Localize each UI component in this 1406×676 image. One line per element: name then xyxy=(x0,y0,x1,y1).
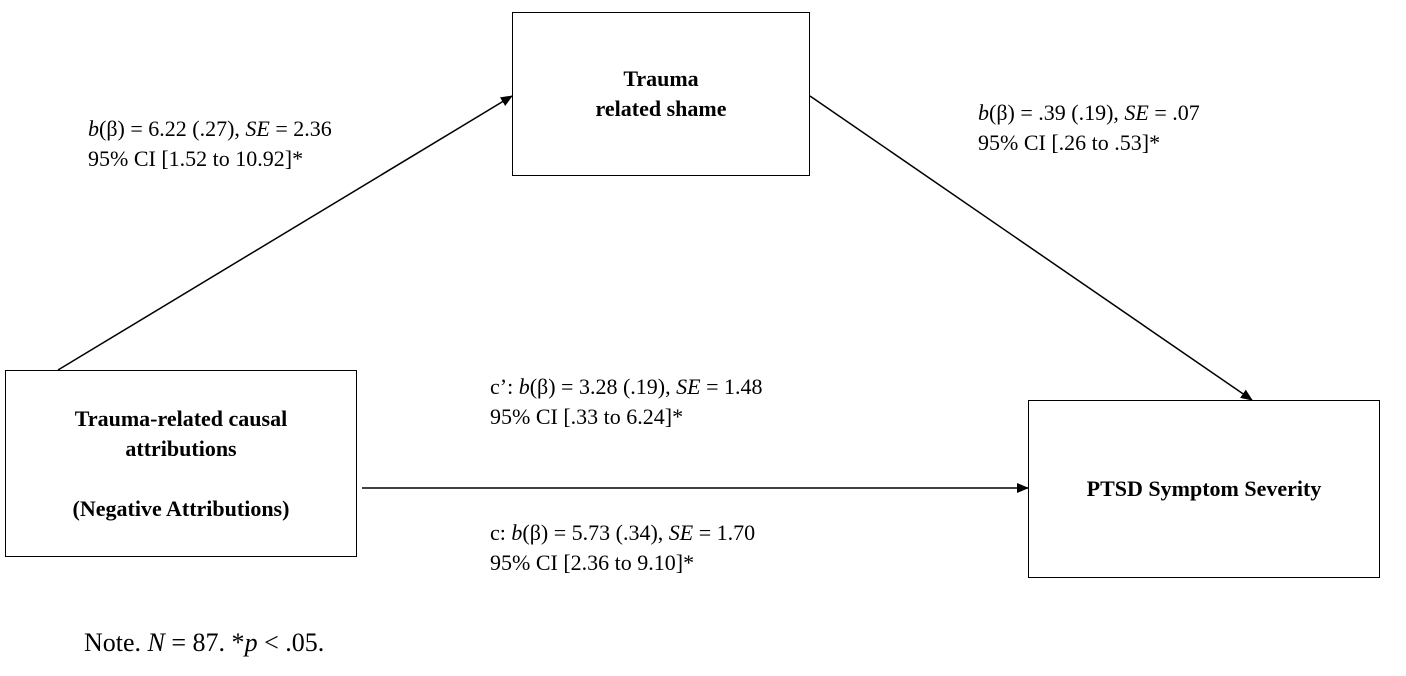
path-a-b-symbol: b xyxy=(88,116,99,141)
path-a-stat: (β) = 6.22 (.27), xyxy=(99,116,246,141)
path-c-prime-stat-line: c’: b(β) = 3.28 (.19), SE = 1.48 xyxy=(490,372,762,402)
outcome-label: PTSD Symptom Severity xyxy=(1086,476,1322,501)
path-b-se-value: = .07 xyxy=(1148,100,1200,125)
mediator-box: Trauma related shame xyxy=(512,12,810,176)
path-a-se-value: = 2.36 xyxy=(269,116,332,141)
path-c-prefix: c: xyxy=(490,520,512,545)
path-b-stat: (β) = .39 (.19), xyxy=(989,100,1125,125)
path-a-ci: 95% CI [1.52 to 10.92]* xyxy=(88,146,304,171)
path-a-se-symbol: SE xyxy=(245,116,270,141)
path-c-prime-label: c’: b(β) = 3.28 (.19), SE = 1.48 95% CI … xyxy=(490,372,762,432)
arrow-predictor-to-mediator xyxy=(57,95,513,371)
diagram-note: Note. N = 87. *p < .05. xyxy=(84,626,324,660)
path-c-prime-b-symbol: b xyxy=(518,374,530,399)
path-c-prime-se-symbol: SE xyxy=(676,374,701,399)
predictor-label-line3: (Negative Attributions) xyxy=(72,495,290,521)
path-a-stat-line: b(β) = 6.22 (.27), SE = 2.36 xyxy=(88,114,332,144)
path-c-se-symbol: SE xyxy=(668,520,694,545)
path-b-se-symbol: SE xyxy=(1124,100,1149,125)
path-c-prime-stat: (β) = 3.28 (.19), xyxy=(529,374,677,399)
arrow-mediator-to-outcome xyxy=(809,95,1253,401)
path-b-stat-line: b(β) = .39 (.19), SE = .07 xyxy=(978,98,1200,128)
note-n-symbol: N xyxy=(147,628,165,657)
path-c-stat: (β) = 5.73 (.34), xyxy=(522,520,669,545)
path-c-se-value: = 1.70 xyxy=(693,520,756,545)
mediator-label-line1: Trauma xyxy=(623,66,699,91)
note-p-symbol: p xyxy=(244,628,258,657)
predictor-label-line2: attributions xyxy=(125,435,237,461)
path-c-prime-se-value: = 1.48 xyxy=(700,374,763,399)
path-b-b-symbol: b xyxy=(978,100,989,125)
path-a-label: b(β) = 6.22 (.27), SE = 2.36 95% CI [1.5… xyxy=(88,114,332,174)
predictor-box: Trauma-related causal attributions (Nega… xyxy=(5,370,357,557)
mediator-label-line2: related shame xyxy=(595,96,727,121)
note-p-value: < .05. xyxy=(257,628,325,657)
outcome-box: PTSD Symptom Severity xyxy=(1028,400,1380,578)
path-c-ci: 95% CI [2.36 to 9.10]* xyxy=(490,550,695,575)
note-prefix: Note. xyxy=(84,628,148,657)
path-c-label: c: b(β) = 5.73 (.34), SE = 1.70 95% CI [… xyxy=(490,518,755,578)
path-b-ci: 95% CI [.26 to .53]* xyxy=(978,130,1161,155)
predictor-label-line1: Trauma-related causal xyxy=(74,405,288,431)
path-b-label: b(β) = .39 (.19), SE = .07 95% CI [.26 t… xyxy=(978,98,1200,158)
note-n-value: = 87. * xyxy=(164,628,245,657)
path-c-stat-line: c: b(β) = 5.73 (.34), SE = 1.70 xyxy=(490,518,755,548)
path-c-prime-ci: 95% CI [.33 to 6.24]* xyxy=(490,404,684,429)
path-c-prime-prefix: c’: xyxy=(490,374,519,399)
path-c-b-symbol: b xyxy=(511,520,523,545)
